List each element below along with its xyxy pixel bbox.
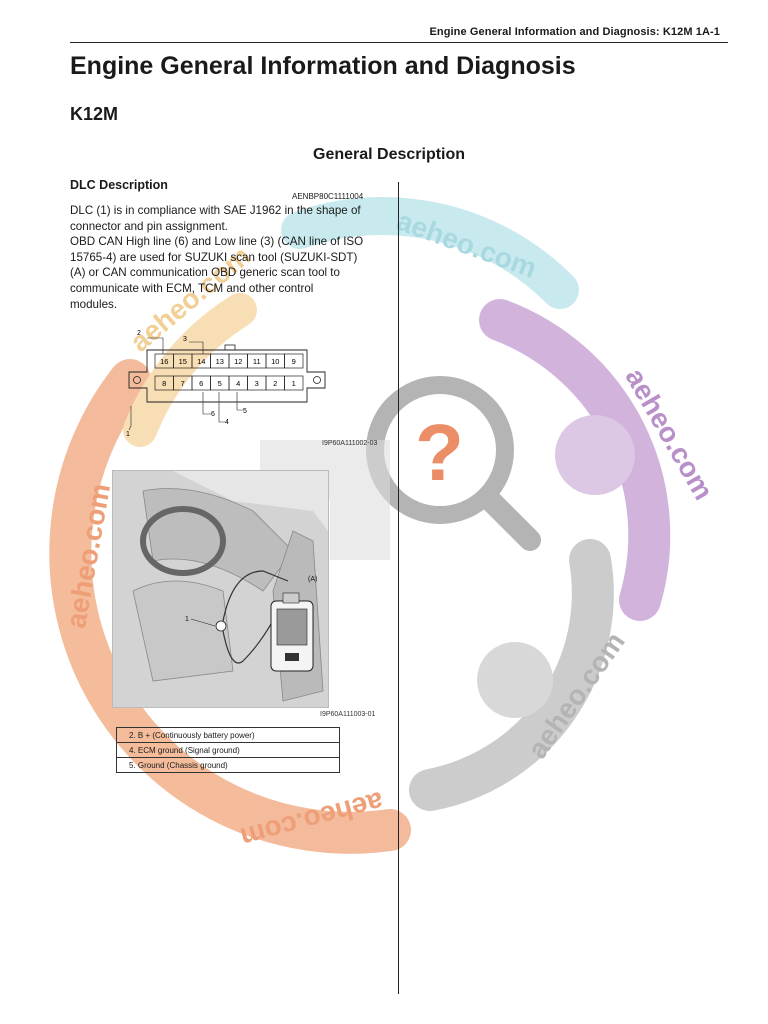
dlc-location-marker <box>215 620 227 632</box>
callout-figure2-a: (A) <box>308 576 317 583</box>
bottom-pin-label: 4 <box>236 379 240 388</box>
table-row: 4. ECM ground (Signal ground) <box>116 742 340 758</box>
section-title: General Description <box>313 146 466 163</box>
top-pin-label: 13 <box>216 357 224 366</box>
watermark-question-mark: ? <box>415 408 464 497</box>
watermark-magnifier-lens <box>366 376 514 524</box>
bottom-pin-cell <box>284 375 304 391</box>
top-pin-label: 11 <box>253 357 261 366</box>
scan-tool-screen <box>276 608 308 646</box>
running-header: Engine General Information and Diagnosis… <box>429 26 720 38</box>
header-rule <box>70 42 728 43</box>
figure2-code: I9P60A111003-01 <box>320 711 376 718</box>
watermark-gray-disc <box>477 642 553 718</box>
watermark-magnifier-handle <box>479 489 541 551</box>
model-title: K12M <box>70 104 119 124</box>
leader-line-5 <box>236 392 243 411</box>
bottom-pin-label: 1 <box>292 379 296 388</box>
bottom-pin-label: 3 <box>255 379 259 388</box>
vehicle-interior-figure: 1 (A) <box>112 470 329 708</box>
bottom-pin-label: 8 <box>162 379 166 388</box>
top-pin-label: 10 <box>271 357 279 366</box>
bottom-pin-row: 8 7 6 5 4 3 2 1 <box>154 375 304 391</box>
watermark-text-purple: aeheo.com <box>619 363 719 505</box>
pin-note: 4. ECM ground (Signal ground) <box>116 742 340 758</box>
watermark-arc-purple <box>479 299 671 621</box>
paragraph-line: modules. <box>70 297 118 311</box>
watermark-purple-disc <box>555 415 635 495</box>
callout-3: 3 <box>183 336 187 343</box>
watermark-text-orange-left: aeheo.com <box>60 481 116 630</box>
bottom-pin-label: 2 <box>273 379 277 388</box>
top-pin-label: 9 <box>292 357 296 366</box>
bottom-pin-label: 6 <box>199 379 203 388</box>
watermark-text-gray: aeheo.com <box>521 626 630 764</box>
callout-2: 2 <box>137 330 141 337</box>
table-row: 2. B + (Continuously battery power) <box>116 727 340 743</box>
connector-outline <box>128 349 326 403</box>
leader-line-6 <box>202 392 211 415</box>
callout-figure2-1: 1 <box>185 616 189 623</box>
page-title: Engine General Information and Diagnosis <box>70 52 576 80</box>
top-pin-label: 15 <box>179 357 187 366</box>
steering-wheel <box>140 506 226 576</box>
paragraph-line: DLC (1) is in compliance with SAE J1962 … <box>70 204 361 217</box>
bottom-pin-label: 7 <box>181 379 185 388</box>
pin-notes-table: 2. B + (Continuously battery power) 4. E… <box>116 727 340 773</box>
pin-note: 2. B + (Continuously battery power) <box>116 727 340 743</box>
leader-line-3 <box>189 341 204 354</box>
paragraph-line: 15765-4) are used for SUZUKI scan tool (… <box>70 250 358 264</box>
document-code: AENBP80C1111004 <box>292 192 364 201</box>
leader-line-2 <box>147 337 164 354</box>
paragraph-line: connector and pin assignment. <box>70 219 228 233</box>
mount-hole-right <box>313 376 321 384</box>
callout-6: 6 <box>211 411 215 418</box>
callout-1: 1 <box>126 431 130 438</box>
paragraph-line: (A) or CAN communication OBD generic sca… <box>70 266 340 280</box>
watermark-arc-gray <box>409 539 614 811</box>
paragraph-line: communicate with ECM, TCM and other cont… <box>70 281 314 295</box>
watermark-text-orange: aeheo.com <box>237 786 386 854</box>
figure1-code: I9P60A111002-03 <box>322 440 378 447</box>
top-pin-row: 16 15 14 13 12 11 10 9 <box>154 353 304 369</box>
subsection-title: DLC Description <box>70 178 168 192</box>
table-row: 5. Ground (Chassis ground) <box>116 757 340 773</box>
column-divider <box>398 182 399 994</box>
top-pin-cell <box>284 353 304 369</box>
top-pin-label: 14 <box>197 357 205 366</box>
description-paragraph: DLC (1) is in compliance with SAE J1962 … <box>70 203 390 312</box>
dlc-connector-diagram: 16 15 14 13 12 11 10 9 8 7 6 5 4 3 2 1 2 3 6 4 5 1 <box>126 330 326 438</box>
bottom-pin-label: 5 <box>218 379 222 388</box>
paragraph-line: OBD CAN High line (6) and Low line (3) (… <box>70 235 364 249</box>
leader-line-4 <box>218 392 225 423</box>
leader-line-1 <box>128 406 132 431</box>
top-pin-label: 16 <box>160 357 168 366</box>
callout-5: 5 <box>243 408 247 415</box>
key-notch <box>224 344 236 351</box>
callout-4: 4 <box>225 419 229 426</box>
watermark-text-teal: aeheo.com <box>393 205 541 284</box>
vehicle-interior-illustration: 1 (A) <box>113 471 328 707</box>
pin-note: 5. Ground (Chassis ground) <box>116 757 340 773</box>
mount-hole-left <box>133 376 141 384</box>
top-pin-label: 12 <box>234 357 242 366</box>
